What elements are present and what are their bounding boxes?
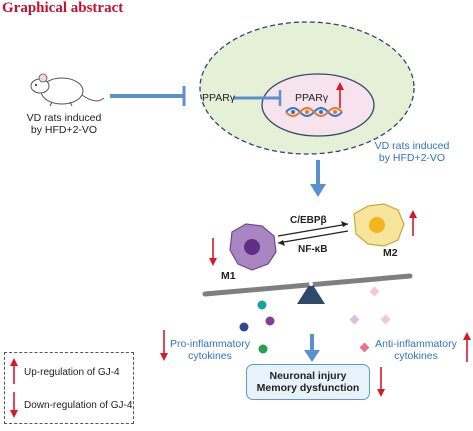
- m2-label: M2: [383, 247, 398, 259]
- cell-model-label-line1: VD rats induced: [374, 140, 450, 152]
- arrow-cell-to-microglia: [310, 160, 326, 197]
- nfkb-label: NF-κB: [298, 244, 328, 255]
- legend-down-label: Down-regulation of GJ-4: [24, 400, 133, 411]
- outcome-line2: Memory dysfunction: [256, 382, 360, 394]
- m2-cell-icon: [353, 203, 405, 247]
- pro-inflammatory-line2: cytokines: [188, 350, 232, 362]
- legend-down-arrow-icon: [10, 392, 18, 418]
- pro-inflammatory-cytokine-icons: [239, 300, 275, 354]
- pparg-outer-label: PPARγ: [202, 92, 236, 104]
- down-arrow-icon: [209, 238, 217, 266]
- m1-cell-icon: [229, 223, 277, 271]
- seesaw-beam: [202, 273, 413, 297]
- nucleus: [261, 73, 375, 137]
- up-arrow-icon: [409, 210, 417, 236]
- down-arrow-icon: [377, 367, 385, 397]
- anti-inflammatory-cytokine-icons: [349, 286, 391, 353]
- inhibit-arrow-pparg-to-nucleus: [233, 90, 282, 106]
- dna-icon: [285, 107, 343, 117]
- m1-label: M1: [221, 270, 236, 282]
- up-arrow-icon: [463, 332, 471, 362]
- up-arrow-icon: [336, 82, 344, 108]
- model-label-line1: VD rats induced: [26, 112, 102, 124]
- figure-title: Graphical abstract: [2, 0, 124, 16]
- arrow-to-outcome: [304, 334, 320, 362]
- anti-inflammatory-line2: cytokines: [394, 350, 438, 362]
- model-label: VD rats induced by HFD+2-VO: [14, 112, 114, 136]
- pro-inflammatory-label: Pro-inflammatory cytokines: [170, 338, 250, 362]
- seesaw-fulcrum: [297, 282, 325, 304]
- outcome-box: Neuronal injury Memory dysfunction: [246, 364, 370, 400]
- anti-inflammatory-label: Anti-inflammatory cytokines: [368, 338, 464, 362]
- outcome-line1: Neuronal injury: [269, 370, 347, 382]
- cell-model-label-line2: by HFD+2-VO: [378, 152, 446, 164]
- rat-icon: [30, 73, 105, 107]
- cebpb-label: C/EBPβ: [290, 215, 327, 226]
- legend-up-label: Up-regulation of GJ-4: [24, 367, 120, 378]
- pparg-nucleus-label: PPARγ: [295, 92, 329, 104]
- inhibit-arrow-rat-to-pparg: [110, 86, 186, 106]
- double-arrow-icon: [277, 221, 349, 246]
- cell-model-label: VD rats induced by HFD+2-VO: [352, 140, 472, 164]
- pro-inflammatory-line1: Pro-inflammatory: [170, 338, 250, 350]
- model-label-line2: by HFD+2-VO: [30, 124, 98, 136]
- down-arrow-icon: [160, 330, 168, 361]
- anti-inflammatory-line1: Anti-inflammatory: [375, 338, 457, 350]
- legend: [4, 352, 134, 424]
- legend-up-arrow-icon: [10, 358, 18, 384]
